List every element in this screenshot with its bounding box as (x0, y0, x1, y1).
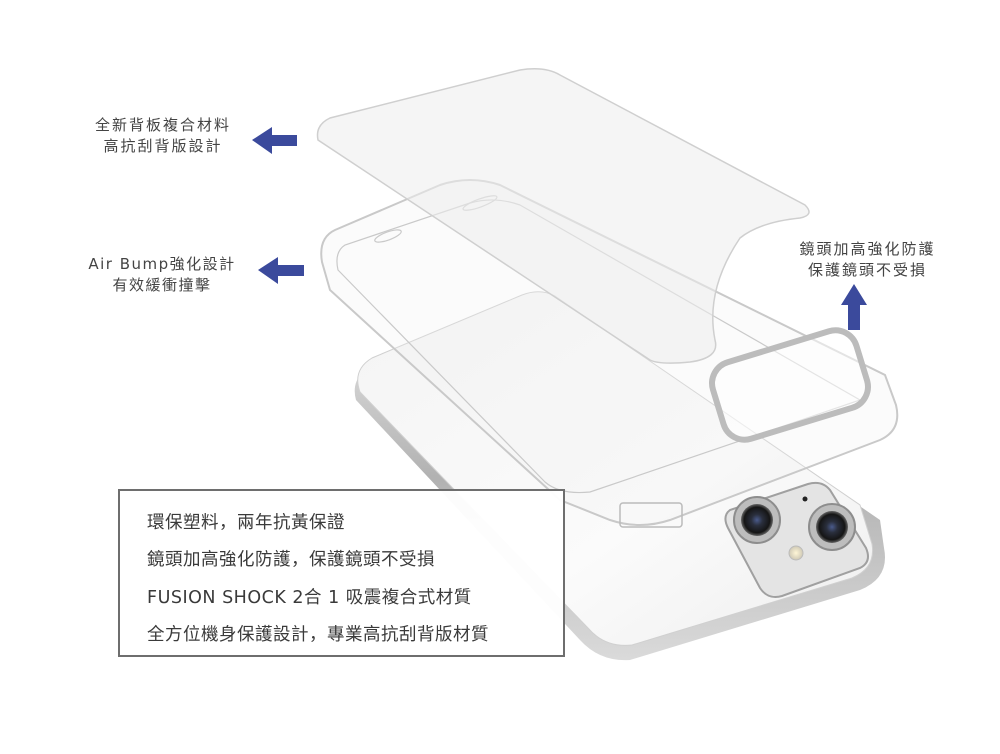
back-panel (316, 68, 810, 364)
phone (354, 291, 885, 661)
callout-line: 有效緩衝撞擊 (112, 276, 212, 294)
callout-lens-guard: 鏡頭加高強化防護 保護鏡頭不受損 (780, 239, 955, 281)
callout-line: Air Bump強化設計 (88, 255, 236, 273)
feature-item: 鏡頭加高強化防護，保護鏡頭不受損 (147, 550, 435, 570)
callout-line: 鏡頭加高強化防護 (799, 240, 936, 258)
feature-item: 環保塑料，兩年抗黃保證 (147, 513, 345, 533)
feature-item: 全方位機身保護設計，專業高抗刮背版材質 (147, 625, 489, 645)
arrow-up-icon (841, 284, 867, 330)
arrow-left-icon (258, 257, 304, 284)
features-box: 環保塑料，兩年抗黃保證 鏡頭加高強化防護，保護鏡頭不受損 FUSION SHOC… (118, 489, 565, 657)
callout-line: 保護鏡頭不受損 (807, 261, 927, 279)
callout-back-panel: 全新背板複合材料 高抗刮背版設計 (78, 115, 248, 157)
clear-case (320, 179, 899, 528)
callout-air-bump: Air Bump強化設計 有效緩衝撞擊 (72, 254, 252, 296)
callout-line: 高抗刮背版設計 (103, 137, 223, 155)
arrow-left-icon (252, 127, 297, 154)
callout-line: 全新背板複合材料 (94, 116, 231, 134)
feature-item: FUSION SHOCK 2合 1 吸震複合式材質 (147, 588, 472, 608)
